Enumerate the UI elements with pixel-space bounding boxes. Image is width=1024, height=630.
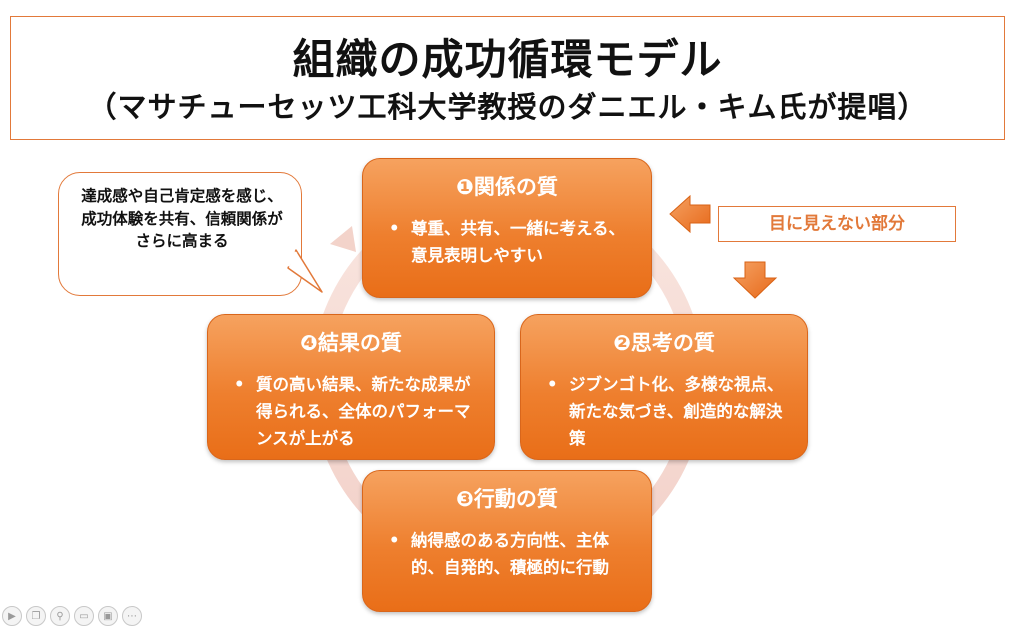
bullet: •: [389, 219, 400, 238]
node-thinking-body: • ジブンゴト化、多様な視点、新たな気づき、創造的な解決策: [547, 371, 787, 452]
bullet: •: [234, 375, 245, 394]
copy-icon[interactable]: ❐: [26, 606, 46, 626]
node-action-quality: ❸行動の質 • 納得感のある方向性、主体的、自発的、積極的に行動: [362, 470, 652, 612]
presentation-toolbar: ▶ ❐ ⚲ ▭ ▣ ⋯: [2, 606, 142, 628]
node-thinking-text: ジブンゴト化、多様な視点、新たな気づき、創造的な解決策: [569, 375, 784, 448]
node-result-quality: ❹結果の質 • 質の高い結果、新たな成果が得られる、全体のパフォーマンスが上がる: [207, 314, 495, 460]
node-relationship-quality: ❶関係の質 • 尊重、共有、一緒に考える、意見表明しやすい: [362, 158, 652, 298]
down-arrow-icon: [732, 261, 778, 299]
node-relationship-body: • 尊重、共有、一緒に考える、意見表明しやすい: [389, 215, 631, 269]
node-action-title: ❸行動の質: [456, 487, 558, 511]
node-action-body: • 納得感のある方向性、主体的、自発的、積極的に行動: [389, 527, 631, 581]
invisible-part-label: 目に見えない部分: [718, 206, 956, 242]
node-result-text: 質の高い結果、新たな成果が得られる、全体のパフォーマンスが上がる: [256, 375, 471, 448]
bullet: •: [547, 375, 558, 394]
slide-icon[interactable]: ▭: [74, 606, 94, 626]
bullet: •: [389, 531, 400, 550]
page-subtitle: （マサチューセッツ工科大学教授のダニエル・キム氏が提唱）: [87, 90, 928, 124]
page-title: 組織の成功循環モデル: [292, 35, 723, 84]
node-result-body: • 質の高い結果、新たな成果が得られる、全体のパフォーマンスが上がる: [234, 371, 474, 452]
left-arrow-icon: [669, 194, 711, 234]
more-icon[interactable]: ⋯: [122, 606, 142, 626]
node-relationship-text: 尊重、共有、一緒に考える、意見表明しやすい: [411, 219, 626, 265]
play-icon[interactable]: ▶: [2, 606, 22, 626]
node-result-title: ❹結果の質: [300, 331, 402, 355]
zoom-icon[interactable]: ⚲: [50, 606, 70, 626]
node-relationship-title: ❶関係の質: [456, 175, 558, 199]
display-icon[interactable]: ▣: [98, 606, 118, 626]
node-thinking-title: ❷思考の質: [613, 331, 715, 355]
node-thinking-quality: ❷思考の質 • ジブンゴト化、多様な視点、新たな気づき、創造的な解決策: [520, 314, 808, 460]
node-action-text: 納得感のある方向性、主体的、自発的、積極的に行動: [411, 531, 609, 577]
title-box: 組織の成功循環モデル （マサチューセッツ工科大学教授のダニエル・キム氏が提唱）: [10, 16, 1005, 140]
cycle-arrowhead: [330, 226, 356, 252]
callout-bubble: 達成感や自己肯定感を感じ、成功体験を共有、信頼関係がさらに高まる: [58, 172, 302, 296]
